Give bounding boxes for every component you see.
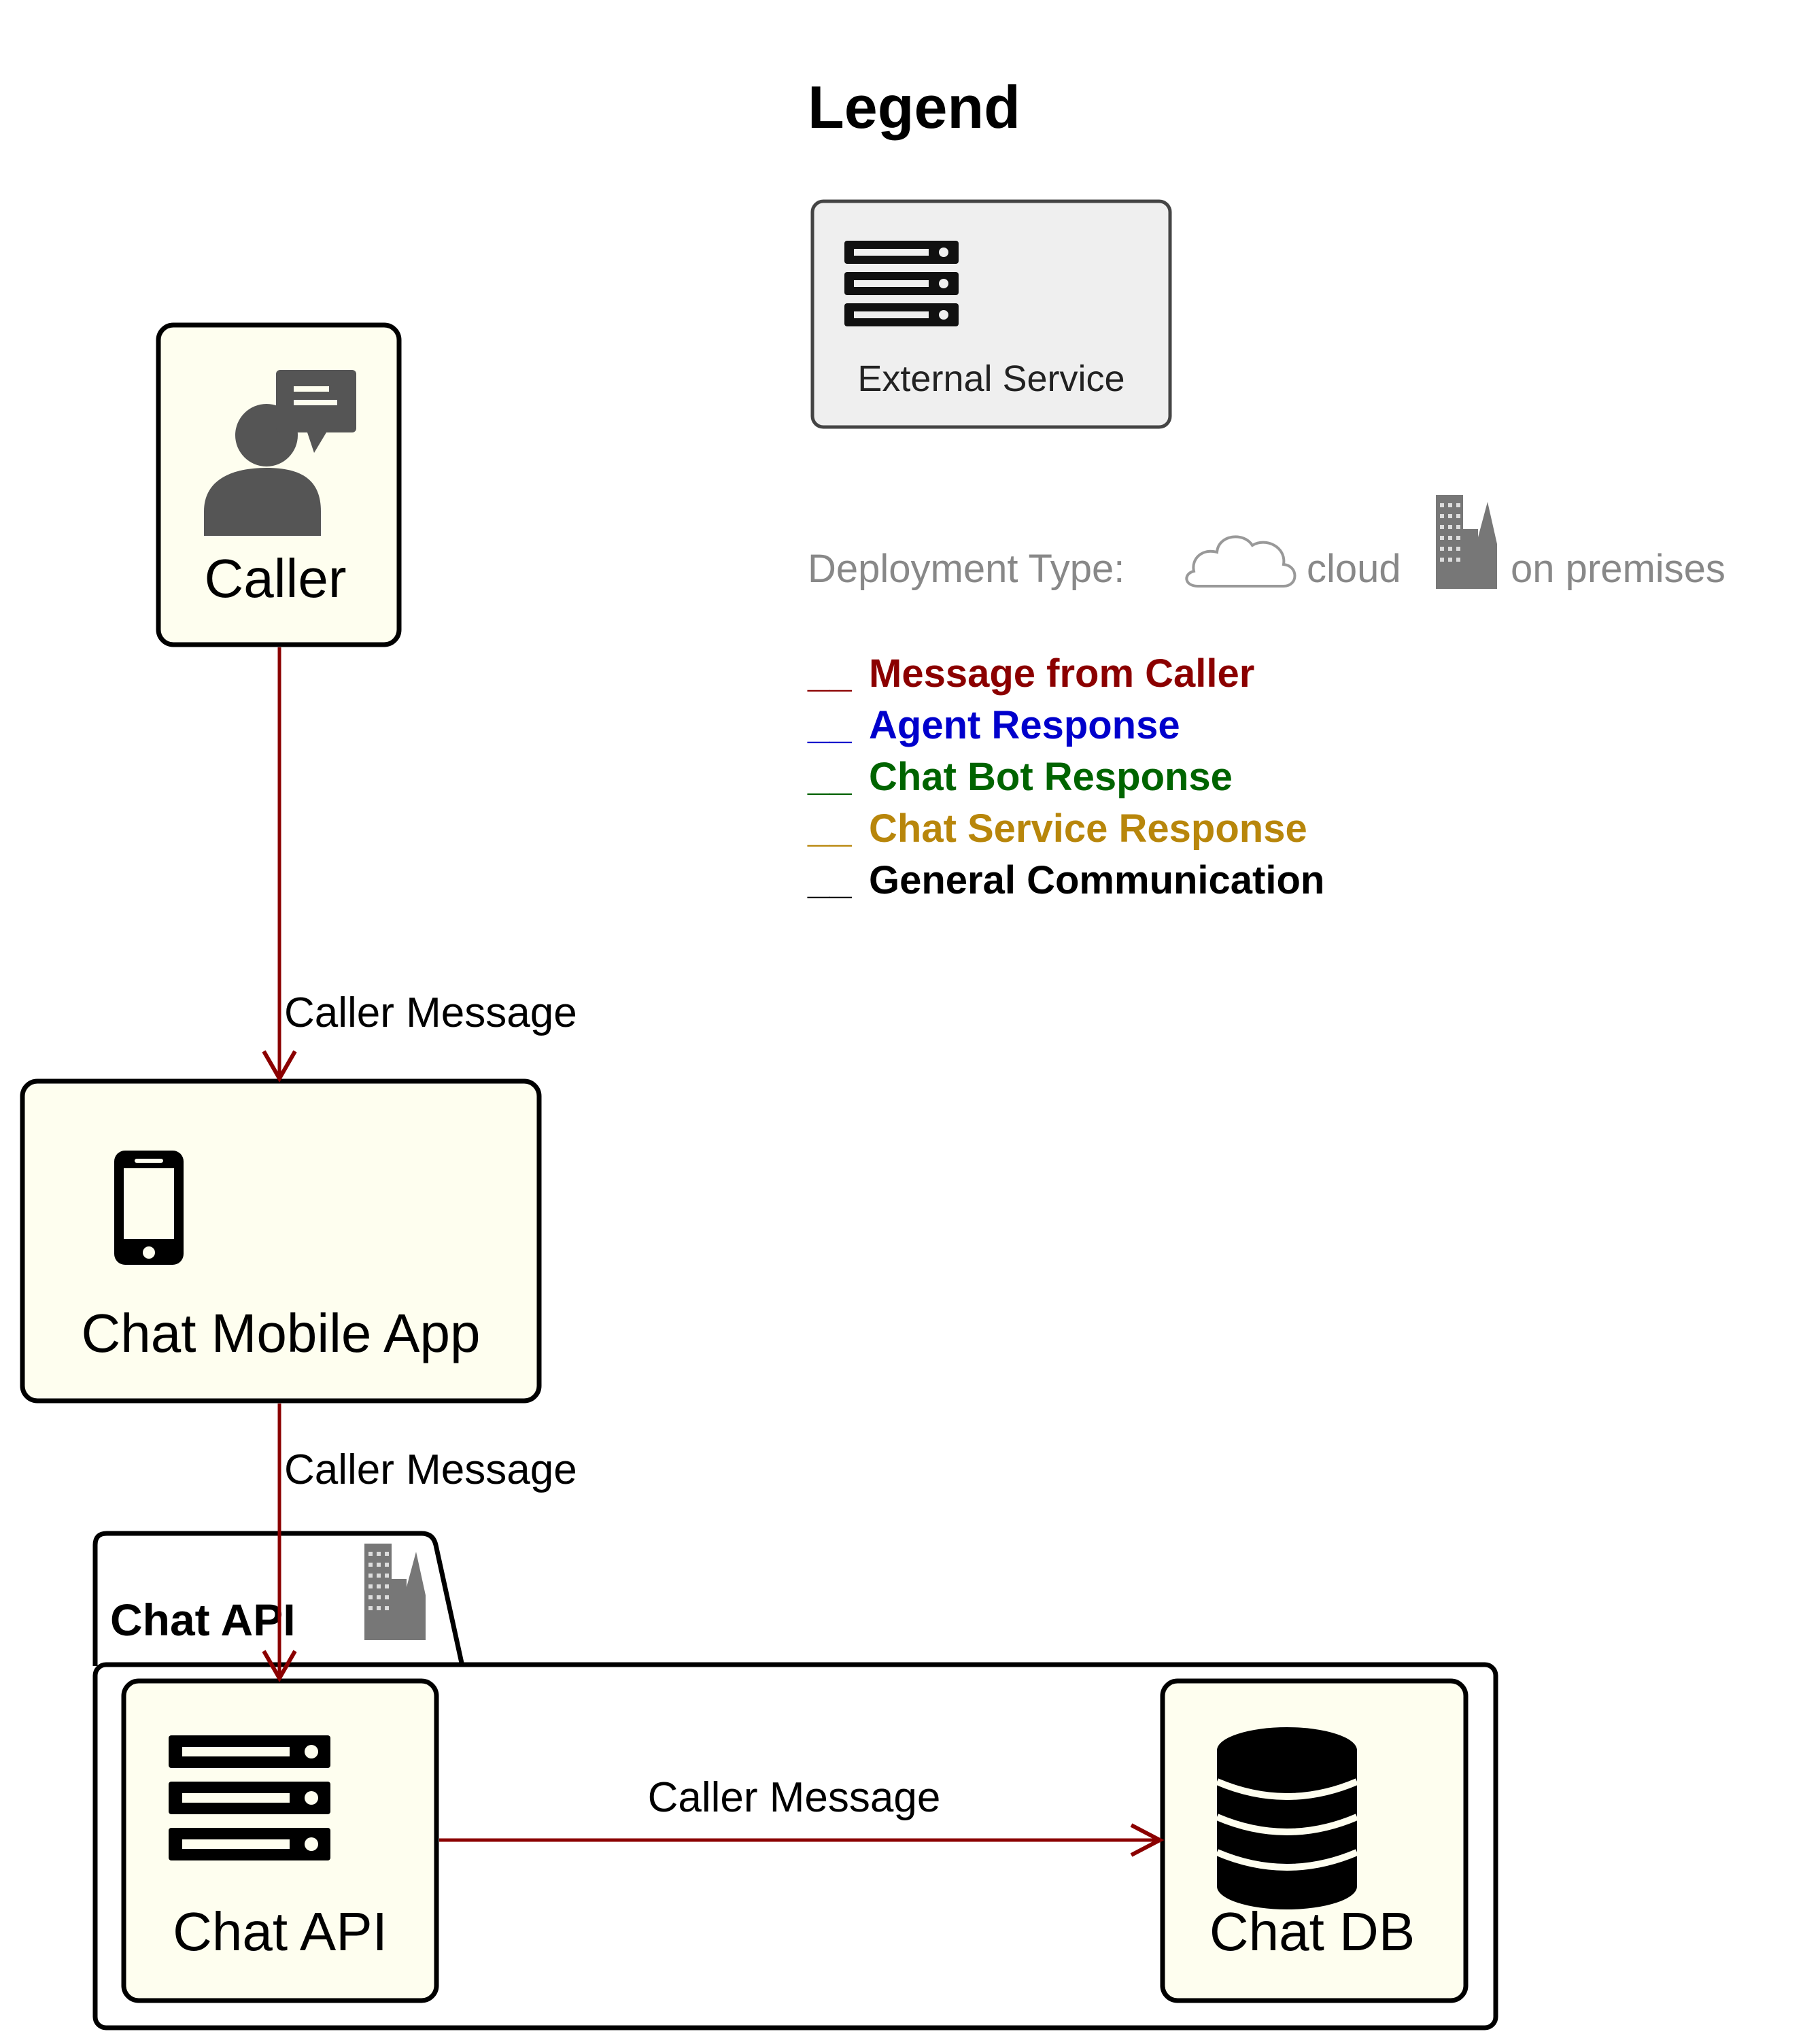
legend-item-label: Chat Service Response bbox=[869, 806, 1307, 851]
legend-external-service: External Service bbox=[810, 199, 1172, 429]
edge-mobile-app-to-chat-api: Caller Message bbox=[262, 1404, 577, 1683]
database-icon bbox=[1216, 1727, 1358, 1909]
edge-chat-api-to-chat-db: Caller Message bbox=[439, 1774, 1165, 1857]
arrowhead-icon bbox=[262, 1050, 297, 1083]
edge-label: Caller Message bbox=[284, 1446, 577, 1493]
mobile-phone-icon bbox=[114, 1151, 184, 1265]
edge-label: Caller Message bbox=[648, 1774, 941, 1821]
legend-item-marker: __ bbox=[807, 806, 852, 851]
legend-item-label: Message from Caller bbox=[869, 651, 1254, 696]
legend-item-marker: __ bbox=[807, 651, 852, 696]
person-chat-icon bbox=[204, 370, 356, 536]
legend-item: __ Chat Service Response bbox=[807, 806, 1307, 851]
legend-item-label: Agent Response bbox=[869, 703, 1180, 747]
legend-item-marker: __ bbox=[807, 858, 852, 902]
legend-deployment-type: Deployment Type: cloud on premises bbox=[808, 495, 1725, 591]
edge-label: Caller Message bbox=[284, 989, 577, 1036]
deployment-cloud-label: cloud bbox=[1307, 547, 1401, 591]
edges: Caller Message Caller Message Caller Mes… bbox=[262, 647, 1165, 1857]
caller-node[interactable]: Caller bbox=[156, 322, 402, 647]
chat-api-label: Chat API bbox=[173, 1901, 388, 1962]
server-icon bbox=[844, 241, 959, 326]
cloud-icon bbox=[1185, 535, 1297, 588]
external-service-label: External Service bbox=[857, 358, 1124, 399]
legend-item-marker: __ bbox=[807, 755, 852, 799]
legend: Legend External Service Deployment Type:… bbox=[807, 73, 1725, 902]
legend-item-label: General Communication bbox=[869, 858, 1324, 902]
edge-caller-to-mobile-app: Caller Message bbox=[262, 647, 577, 1083]
legend-item-marker: __ bbox=[807, 703, 852, 747]
chat-db-node[interactable]: Chat DB bbox=[1160, 1678, 1469, 2003]
chat-api-node[interactable]: Chat API bbox=[121, 1678, 439, 2003]
legend-item: __ Agent Response bbox=[807, 703, 1180, 747]
deployment-type-label: Deployment Type: bbox=[808, 547, 1124, 591]
caller-label: Caller bbox=[205, 548, 347, 609]
deployment-on-premises-label: on premises bbox=[1511, 547, 1725, 591]
chat-mobile-app-label: Chat Mobile App bbox=[81, 1303, 480, 1363]
legend-item: __ Message from Caller bbox=[807, 651, 1254, 696]
arrowhead-icon bbox=[1130, 1823, 1165, 1857]
package-body bbox=[92, 1662, 1498, 2030]
legend-item-label: Chat Bot Response bbox=[869, 755, 1233, 799]
chat-api-package: Chat API bbox=[92, 1531, 1498, 2030]
chat-db-label: Chat DB bbox=[1209, 1901, 1415, 1962]
legend-item: __ General Communication bbox=[807, 858, 1324, 902]
chat-mobile-app-node[interactable]: Chat Mobile App bbox=[20, 1078, 542, 1404]
server-icon bbox=[169, 1735, 330, 1860]
building-icon bbox=[364, 1544, 426, 1640]
legend-line-types: __ Message from Caller __ Agent Response… bbox=[807, 651, 1324, 902]
legend-title: Legend bbox=[808, 73, 1020, 141]
package-label: Chat API bbox=[110, 1595, 296, 1645]
legend-item: __ Chat Bot Response bbox=[807, 755, 1233, 799]
arrowhead-icon bbox=[262, 1650, 297, 1683]
building-icon bbox=[1436, 495, 1497, 589]
